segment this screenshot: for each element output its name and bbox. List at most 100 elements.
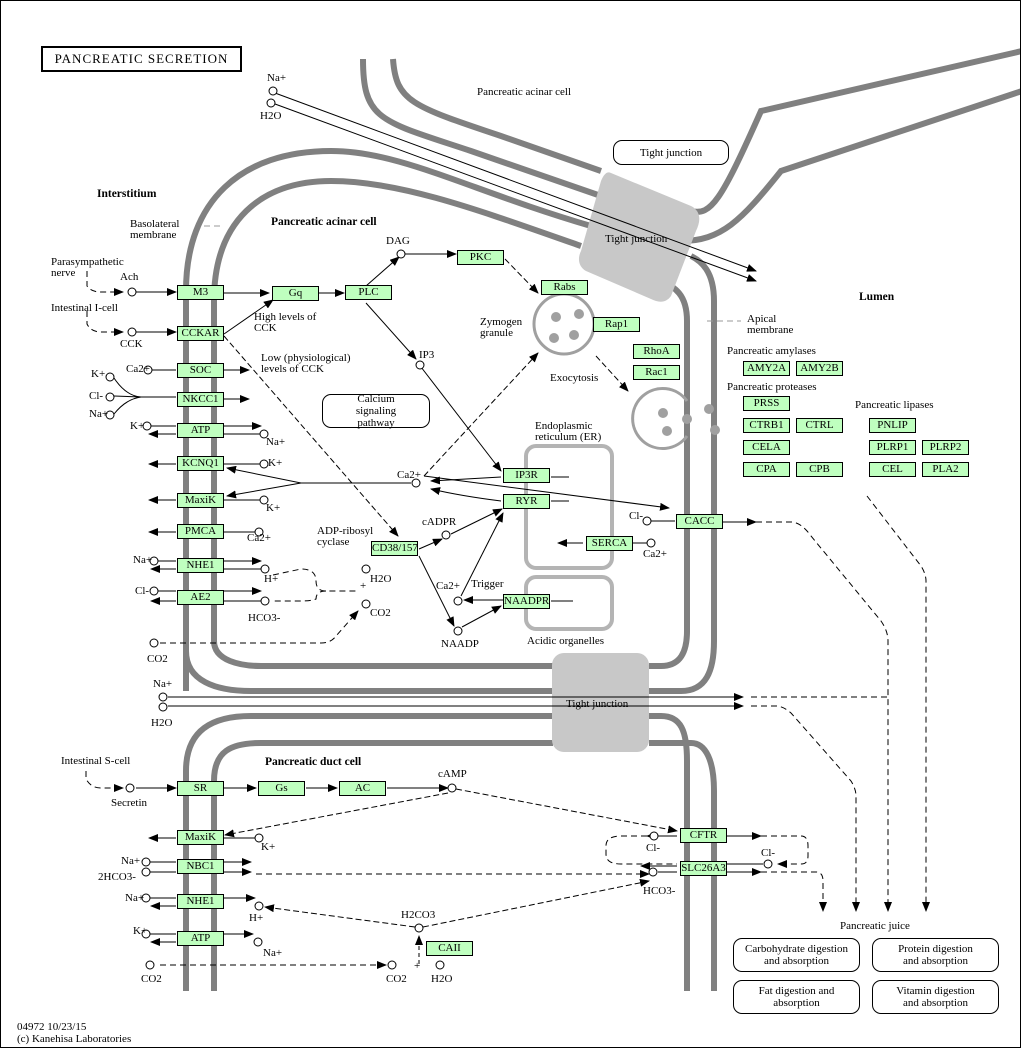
gene-ctrb1[interactable]: CTRB1 bbox=[743, 418, 790, 433]
gene-amy2b[interactable]: AMY2B bbox=[796, 361, 843, 376]
co2-label: CO2 bbox=[141, 973, 162, 985]
na-label: Na+ bbox=[125, 892, 145, 904]
plus-label: + bbox=[360, 580, 367, 592]
exocytosis-granule bbox=[631, 387, 689, 450]
gene-cacc[interactable]: CACC bbox=[676, 514, 723, 529]
gene-pkc[interactable]: PKC bbox=[457, 250, 504, 265]
gene-cela[interactable]: CELA bbox=[743, 440, 790, 455]
zymogen-granule bbox=[532, 292, 596, 356]
tight-junction-top bbox=[578, 172, 700, 302]
na-label: Na+ bbox=[133, 554, 153, 566]
gene-ryr[interactable]: RYR bbox=[503, 494, 550, 509]
na-label: Na+ bbox=[266, 436, 286, 448]
na-label: Na+ bbox=[267, 72, 287, 84]
gene-plrp2[interactable]: PLRP2 bbox=[922, 440, 969, 455]
h-label: H+ bbox=[249, 912, 264, 924]
fat-digestion-link[interactable]: Fat digestion and absorption bbox=[733, 980, 860, 1014]
gene-kcnq1[interactable]: KCNQ1 bbox=[177, 456, 224, 471]
cadpr-label: cADPR bbox=[422, 516, 457, 528]
gene-cckar[interactable]: CCKAR bbox=[177, 326, 224, 341]
parasympathetic-nerve-label: Parasympathetic nerve bbox=[51, 256, 124, 279]
copyright: (c) Kanehisa Laboratories bbox=[17, 1033, 132, 1045]
gene-prss[interactable]: PRSS bbox=[743, 396, 790, 411]
h2o-label: H2O bbox=[431, 973, 453, 985]
ca-label: Ca2+ bbox=[247, 532, 271, 544]
ca-label: Ca2+ bbox=[436, 580, 460, 592]
gene-rabs[interactable]: Rabs bbox=[541, 280, 588, 295]
cl-label: Cl- bbox=[135, 585, 150, 597]
protein-digestion-link[interactable]: Protein digestion and absorption bbox=[872, 938, 999, 972]
gene-rac1[interactable]: Rac1 bbox=[633, 365, 680, 380]
acinar-cell-label: Pancreatic acinar cell bbox=[271, 216, 377, 228]
gene-pnlip[interactable]: PNLIP bbox=[869, 418, 916, 433]
gene-nhe1[interactable]: NHE1 bbox=[177, 558, 224, 573]
gene-nkcc1[interactable]: NKCC1 bbox=[177, 392, 224, 407]
vitamin-digestion-link[interactable]: Vitamin digestion and absorption bbox=[872, 980, 999, 1014]
gene-ae2[interactable]: AE2 bbox=[177, 590, 224, 605]
gene-cpa[interactable]: CPA bbox=[743, 462, 790, 477]
hco3-label: HCO3- bbox=[643, 885, 676, 897]
duct-cell-membrane bbox=[183, 713, 717, 991]
calcium-signaling-pathway-link[interactable]: Calcium signaling pathway bbox=[322, 393, 430, 429]
amylases-label: Pancreatic amylases bbox=[727, 345, 816, 357]
carbohydrate-digestion-link[interactable]: Carbohydrate digestion and absorption bbox=[733, 938, 860, 972]
pancreatic-juice-label: Pancreatic juice bbox=[840, 920, 910, 932]
gene-maxik-duct[interactable]: MaxiK bbox=[177, 830, 224, 845]
dag-label: DAG bbox=[386, 235, 410, 247]
h-label: H+ bbox=[264, 573, 279, 585]
gene-amy2a[interactable]: AMY2A bbox=[743, 361, 790, 376]
tight-junction-bottom-label: Tight junction bbox=[566, 698, 629, 710]
exocytosis-label: Exocytosis bbox=[550, 372, 599, 384]
gene-maxik[interactable]: MaxiK bbox=[177, 493, 224, 508]
gene-ac[interactable]: AC bbox=[339, 781, 386, 796]
k-label: K+ bbox=[91, 368, 106, 380]
duct-cell-label: Pancreatic duct cell bbox=[265, 756, 362, 768]
gene-cel[interactable]: CEL bbox=[869, 462, 916, 477]
intestinal-s-cell-label: Intestinal S-cell bbox=[61, 755, 131, 767]
gene-atp[interactable]: ATP bbox=[177, 423, 224, 438]
gene-ctrl[interactable]: CTRL bbox=[796, 418, 843, 433]
gene-nbc1[interactable]: NBC1 bbox=[177, 859, 224, 874]
gene-plrp1[interactable]: PLRP1 bbox=[869, 440, 916, 455]
gene-rap1[interactable]: Rap1 bbox=[593, 317, 640, 332]
secretin-label: Secretin bbox=[111, 797, 148, 809]
gene-nhe1-duct[interactable]: NHE1 bbox=[177, 894, 224, 909]
h2o-label: H2O bbox=[260, 110, 282, 122]
gene-pla2[interactable]: PLA2 bbox=[922, 462, 969, 477]
gene-gq[interactable]: Gq bbox=[272, 286, 319, 301]
gene-soc[interactable]: SOC bbox=[177, 363, 224, 378]
na-label: Na+ bbox=[89, 408, 109, 420]
gene-sr[interactable]: SR bbox=[177, 781, 224, 796]
gene-serca[interactable]: SERCA bbox=[586, 536, 633, 551]
gene-pmca[interactable]: PMCA bbox=[177, 524, 224, 539]
gene-caii[interactable]: CAII bbox=[426, 941, 473, 956]
ca-label: Ca2+ bbox=[126, 363, 150, 375]
gene-ip3r[interactable]: IP3R bbox=[503, 468, 550, 483]
gene-cpb[interactable]: CPB bbox=[796, 462, 843, 477]
naadp-label: NAADP bbox=[441, 638, 479, 650]
tight-junction-box[interactable]: Tight junction bbox=[613, 140, 729, 165]
k-label: K+ bbox=[261, 841, 276, 853]
cl-label: Cl- bbox=[646, 842, 661, 854]
pathway-id-date: 04972 10/23/15 bbox=[17, 1021, 87, 1033]
gene-atp-duct[interactable]: ATP bbox=[177, 931, 224, 946]
gene-naadpr[interactable]: NAADPR bbox=[503, 594, 550, 609]
acinar-cell-top-membrane bbox=[360, 48, 1020, 244]
na-label: Na+ bbox=[121, 855, 141, 867]
h2co3-label: H2CO3 bbox=[401, 909, 436, 921]
camp-label: cAMP bbox=[438, 768, 467, 780]
k-label: K+ bbox=[133, 925, 148, 937]
gene-gs[interactable]: Gs bbox=[258, 781, 305, 796]
gene-m3[interactable]: M3 bbox=[177, 285, 224, 300]
gene-plc[interactable]: PLC bbox=[345, 285, 392, 300]
gene-cftr[interactable]: CFTR bbox=[680, 828, 727, 843]
gene-slc26a3[interactable]: SLC26A3 bbox=[680, 861, 727, 876]
k-label: K+ bbox=[266, 502, 281, 514]
gene-cd38[interactable]: CD38/157 bbox=[371, 541, 418, 556]
plus-label: + bbox=[414, 960, 421, 972]
tight-junction-bottom bbox=[552, 653, 649, 752]
ca-label: Ca2+ bbox=[643, 548, 667, 560]
co2-label: CO2 bbox=[147, 653, 168, 665]
gene-rhoa[interactable]: RhoA bbox=[633, 344, 680, 359]
